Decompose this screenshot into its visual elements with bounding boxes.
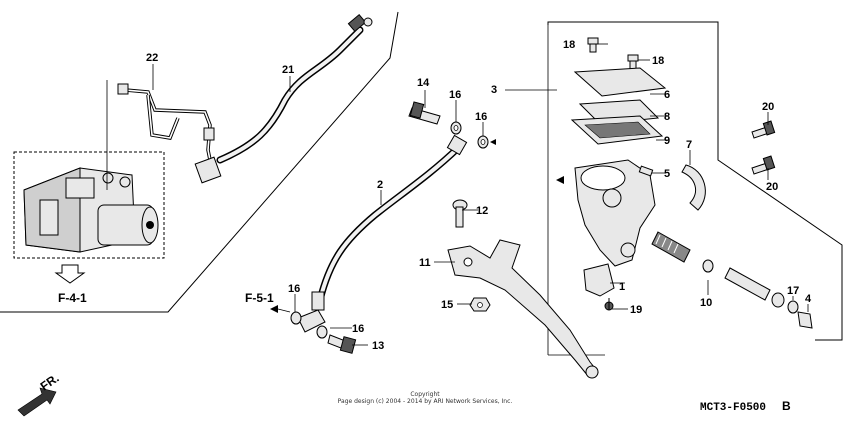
washer-16-lower-a[interactable]	[290, 311, 302, 325]
callout-21: 21	[282, 64, 294, 76]
brake-hose-icon[interactable]	[297, 134, 468, 333]
front-arrow-icon	[17, 387, 57, 417]
callout-9: 9	[664, 135, 670, 147]
screw-5[interactable]	[638, 165, 654, 177]
callout-20-b: 20	[766, 181, 778, 193]
callout-16-b: 16	[475, 111, 487, 123]
callout-6: 6	[664, 89, 670, 101]
diagram-code: MCT3-F0500	[700, 402, 766, 414]
arrow-f41-icon	[54, 264, 86, 284]
ring-17[interactable]	[787, 300, 799, 314]
bolt-20-a[interactable]	[751, 120, 776, 139]
callout-14: 14	[417, 77, 430, 89]
callout-4: 4	[805, 293, 812, 305]
abs-modulator-icon[interactable]	[13, 151, 165, 259]
callout-16-c: 16	[288, 283, 300, 295]
banjo-bolt-14[interactable]	[408, 101, 441, 125]
callout-16-a: 16	[449, 89, 461, 101]
callout-17: 17	[787, 285, 799, 297]
brake-lever-icon[interactable]	[447, 239, 599, 379]
callout-16-d: 16	[352, 323, 364, 335]
pivot-bolt-12[interactable]	[452, 199, 468, 228]
callout-13: 13	[372, 340, 384, 352]
callout-2: 2	[377, 179, 383, 191]
callout-18-a: 18	[563, 39, 575, 51]
nut-15[interactable]	[469, 297, 491, 312]
banjo-bolt-13[interactable]	[327, 334, 357, 354]
bolt-20-b[interactable]	[751, 155, 776, 175]
reference-f41[interactable]: F-4-1	[58, 291, 87, 305]
leader-lines	[106, 43, 809, 346]
master-cylinder-icon[interactable]	[570, 37, 813, 329]
stop-switch-1[interactable]	[583, 263, 615, 297]
callout-8: 8	[664, 111, 670, 123]
callout-20-a: 20	[762, 101, 774, 113]
arrow-f51-icon	[270, 305, 291, 313]
callout-12: 12	[476, 205, 488, 217]
diagram-code-suffix: B	[782, 399, 791, 413]
brake-pipe-22[interactable]	[117, 83, 215, 161]
reference-f51[interactable]: F-5-1	[245, 291, 274, 305]
callout-11: 11	[419, 257, 431, 269]
copyright-text: Page design (c) 2004 - 2014 by ARI Netwo…	[338, 398, 513, 405]
callout-10: 10	[700, 297, 712, 309]
screw-18-b[interactable]	[627, 54, 639, 70]
boot-4[interactable]	[797, 311, 813, 329]
small-arrow-icon	[556, 176, 564, 184]
callout-19: 19	[630, 304, 642, 316]
screw-18-a[interactable]	[587, 37, 599, 53]
callout-7: 7	[686, 139, 692, 151]
brake-hose-21[interactable]	[194, 13, 373, 184]
screw-19[interactable]	[604, 298, 614, 311]
piston-set-10[interactable]	[651, 231, 785, 308]
copyright-title: Copyright	[410, 391, 440, 398]
callout-15: 15	[441, 299, 453, 311]
holder-7[interactable]	[681, 164, 706, 211]
callout-1: 1	[619, 281, 625, 293]
callout-3: 3	[491, 84, 497, 96]
washer-16-upper-a[interactable]	[450, 121, 462, 135]
callout-18-b: 18	[652, 55, 664, 67]
reservoir-cap-6[interactable]	[573, 67, 667, 97]
callout-5: 5	[664, 168, 670, 180]
callout-22: 22	[146, 52, 158, 64]
washer-16-upper-b[interactable]	[477, 135, 496, 149]
section-frames	[0, 11, 843, 356]
washer-16-lower-b[interactable]	[316, 325, 328, 339]
